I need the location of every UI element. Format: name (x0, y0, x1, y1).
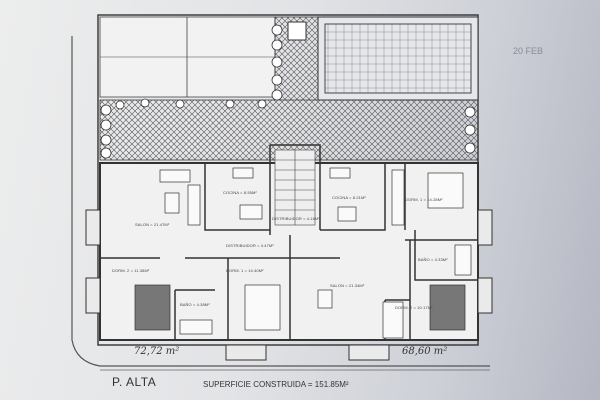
room-label-salon-right: SALON = 21.34M² (330, 283, 365, 288)
margin-note: 20 FEB (513, 46, 544, 56)
built-area: SUPERFICIE CONSTRUIDA = 151.85M² (203, 380, 349, 389)
room-label-bano-right: BAÑO = 4.33M² (418, 257, 448, 262)
unit-right-area: 68,60 m² (402, 346, 448, 357)
room-label-cocina-left: COCINA = 8.55M² (223, 190, 257, 195)
room-label-dorm1-left: DORM. 1 = 14.40M² (226, 268, 264, 273)
furniture (134, 167, 472, 339)
staircase (274, 149, 316, 226)
floor-title: P. ALTA (112, 375, 157, 389)
room-label-distribuidor-stair: DISTRIBUIDOR = 4.16M² (272, 216, 320, 221)
balconies (85, 209, 493, 361)
patio-terrace (99, 16, 479, 161)
room-label-dorm1-right: DORM. 1 = 14.28M² (405, 197, 443, 202)
room-label-dorm2-right: DORM. 2 = 10.17M² (395, 305, 433, 310)
room-label-salon-left: SALON = 21.47M² (135, 222, 170, 227)
site-boundary (71, 36, 490, 367)
room-label-dorm2-left: DORM. 2 = 11.38M² (112, 268, 150, 273)
room-label-cocina-right: COCINA = 8.21M² (332, 195, 366, 200)
hedge-bushes (100, 24, 476, 159)
room-label-distribuidor-left: DISTRIBUIDOR = 4.47M² (226, 243, 274, 248)
unit-left-area: 72,72 m² (134, 346, 180, 357)
room-label-bano-left: BAÑO = 4.38M² (180, 302, 210, 307)
